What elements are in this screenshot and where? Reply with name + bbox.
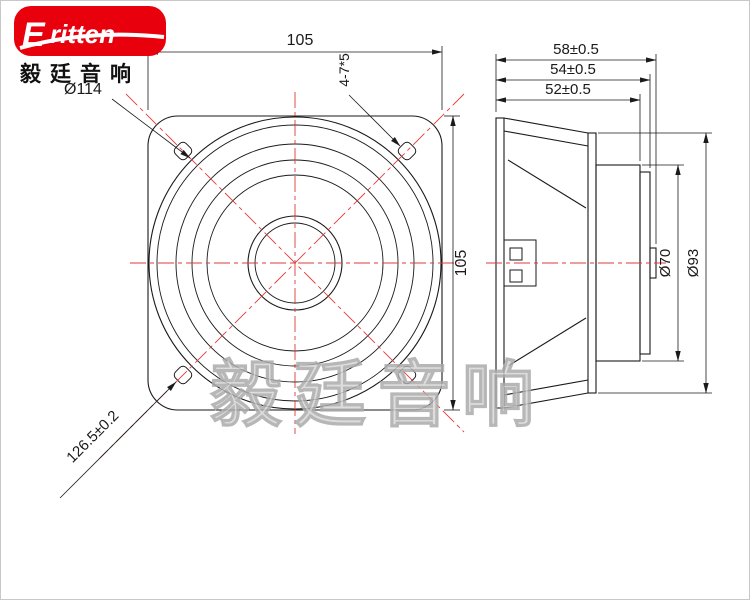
side-view-dimensions: [495, 54, 712, 394]
diagonal-dim-label: 126.5±0.2: [63, 407, 122, 466]
side-view-dimension-labels: 58±0.5 54±0.5 52±0.5 Ø70 Ø93: [545, 41, 702, 277]
height-dim-label: 105: [453, 250, 470, 277]
basket-top-outer-line: [503, 117, 589, 134]
mounting-holes-label: 4-7*5: [336, 53, 352, 87]
basket-top-inner-line: [503, 130, 589, 147]
watermark-text: 毅廷音响: [210, 356, 546, 436]
logo-brand-text: ritten: [50, 19, 115, 49]
outer-diameter-leader-line: [111, 98, 191, 159]
basket-bottom-rib-line: [507, 317, 587, 367]
logo-chinese-text: 毅廷音响: [19, 62, 140, 86]
terminal-lug-bottom: [509, 269, 523, 283]
basket-bottom-outer-line: [503, 392, 589, 409]
rear-diameter-label: Ø93: [685, 249, 702, 277]
mounting-holes-leader-line: [348, 94, 401, 147]
outer-diameter-label: Ø114: [64, 81, 102, 98]
magnet-diameter-label: Ø70: [657, 249, 674, 277]
width-dim-label: 105: [287, 32, 314, 49]
logo-brand-initial: E: [22, 16, 46, 54]
diagonal-dim-line: [59, 381, 177, 499]
terminal-lug-top: [509, 247, 523, 261]
logo-background: [14, 6, 166, 56]
depth-total-label: 58±0.5: [553, 41, 599, 58]
depth-magnet-label: 52±0.5: [545, 81, 591, 98]
depth-plate-label: 54±0.5: [550, 61, 596, 78]
front-view-dimensions: [59, 46, 460, 499]
basket-top-rib-line: [507, 159, 587, 209]
brand-logo: E ritten 毅廷音响: [14, 6, 166, 86]
basket-bottom-inner-line: [503, 379, 589, 396]
logo-swoosh: [19, 32, 165, 50]
